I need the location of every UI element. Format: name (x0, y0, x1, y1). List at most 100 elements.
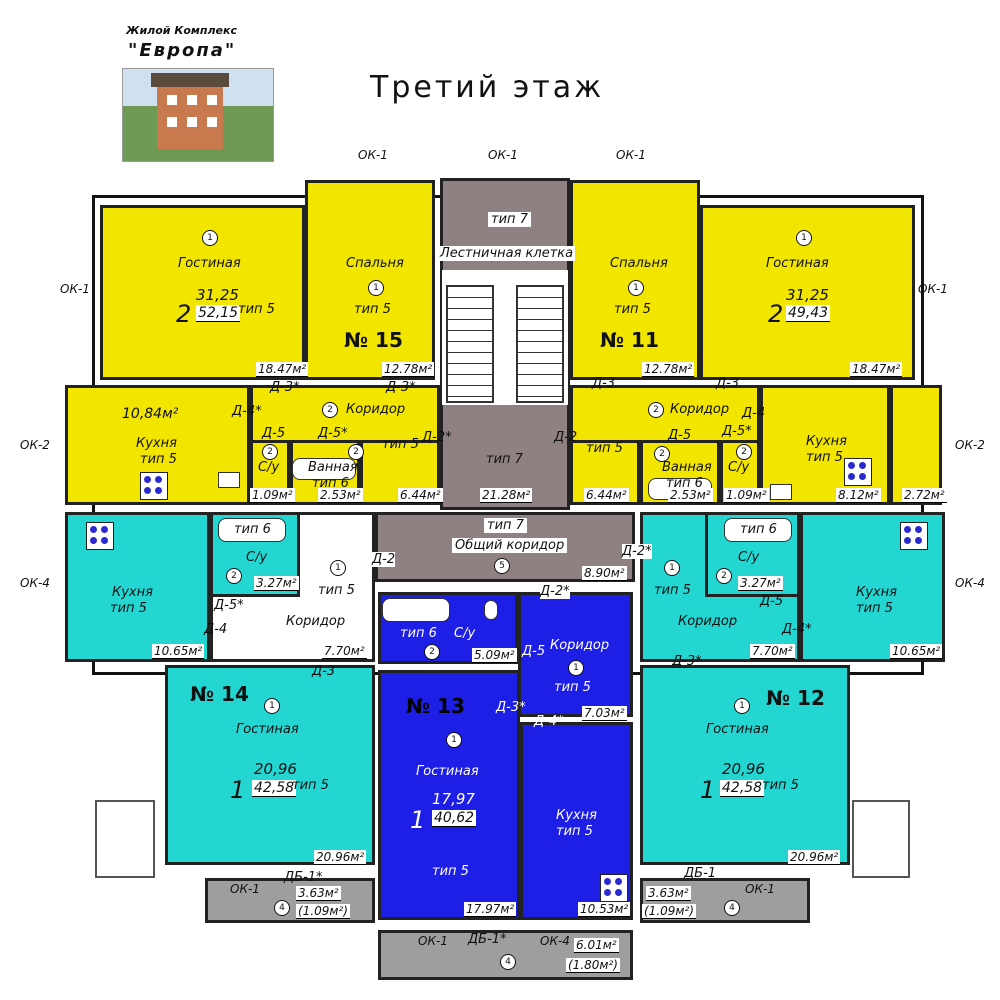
a12-balcony-area: 3.63м² (646, 886, 691, 901)
a11-total-area: 49,43 (786, 305, 831, 322)
a11-rooms-count: 2 (768, 300, 784, 328)
door-label: ДБ-1 (684, 866, 717, 881)
type-label: тип 6 (312, 476, 349, 491)
a13-corridor-label: Коридор (550, 638, 610, 653)
type-label: тип 6 (400, 626, 437, 641)
a15-wc-label: С/у (258, 460, 280, 475)
type-label: тип 5 (556, 824, 593, 839)
a12-living-label: Гостиная (706, 722, 769, 737)
room-number-badge: 1 (734, 698, 750, 714)
building-photo (122, 68, 274, 162)
room-number-badge: 2 (736, 444, 752, 460)
a14-kitchen-area: 10.65м² (152, 644, 205, 659)
entry-stairs-right (852, 800, 910, 878)
type-label: тип 5 (806, 450, 843, 465)
stair-flight-left (446, 285, 494, 403)
a14-total-area: 42,58 (252, 780, 297, 797)
window-label: ОК-1 (358, 148, 388, 162)
door-label: ДБ-1* (284, 870, 323, 885)
room-number-badge: 2 (716, 568, 732, 584)
window-label: ОК-1 (418, 934, 448, 948)
a14-living-area-center: 20,96 (254, 760, 297, 778)
room-number-badge: 2 (348, 444, 364, 460)
door-label: Д-3 (592, 376, 616, 391)
stair-flight-right (516, 285, 564, 403)
a11-bath-label: Ванная (662, 460, 712, 475)
window-label: ОК-1 (230, 882, 260, 896)
type-label: тип 5 (586, 441, 623, 456)
a14-corridor-label: Коридор (286, 614, 346, 629)
a15-bedroom-label: Спальня (346, 256, 404, 271)
a13-kitchen-label: Кухня (556, 808, 597, 823)
a13-balcony-effective: (1.80м²) (566, 958, 620, 973)
room-number-badge: 4 (724, 900, 740, 916)
room-number-badge: 1 (330, 560, 346, 576)
door-label: Д-4 (204, 622, 228, 637)
door-label: Д-2 (372, 552, 396, 567)
a13-living-area-center: 17,97 (432, 790, 475, 808)
window-label: ОК-2 (20, 438, 50, 452)
a11-wc-label: С/у (728, 460, 750, 475)
door-label: Д-5 (760, 594, 784, 609)
window-label: ОК-1 (60, 282, 90, 296)
a15-bedroom (305, 180, 435, 380)
a13-stove-icon (600, 874, 628, 902)
a11-corridor-label: Коридор (670, 402, 730, 417)
room-number-badge: 1 (664, 560, 680, 576)
window-label: ОК-4 (20, 576, 50, 590)
door-label: Д-3 (716, 376, 740, 391)
a14-bathtub-icon (218, 518, 286, 542)
window-label: ОК-2 (955, 438, 985, 452)
a13-living-area: 17.97м² (464, 902, 517, 917)
a15-bedroom-area: 12.78м² (382, 362, 435, 377)
a12-kitchen-area: 10.65м² (890, 644, 943, 659)
a15-rooms-count: 2 (176, 300, 192, 328)
a11-wc-area: 1.09м² (724, 488, 769, 503)
page-title: Третий этаж (370, 70, 605, 105)
a12-wc-area: 3.27м² (738, 576, 783, 591)
a12-rooms-count: 1 (700, 776, 716, 804)
a12-wc-label: С/у (738, 550, 760, 565)
a12-living-area-center: 20,96 (722, 760, 765, 778)
a13-wc-label: С/у (454, 626, 476, 641)
type-label: тип 5 (614, 302, 651, 317)
room-number-badge: 2 (226, 568, 242, 584)
logo: Жилой Комплекс "Европа" (118, 24, 278, 164)
door-label: Д-5* (318, 426, 348, 441)
type-label: тип 5 (856, 601, 893, 616)
door-label: ДБ-1* (468, 932, 507, 947)
a13-kitchen-area: 10.53м² (578, 902, 631, 917)
type-label: тип 5 (354, 302, 391, 317)
type-label: тип 6 (234, 522, 271, 537)
door-label: Д-2 (554, 430, 578, 445)
a13-living-room (378, 670, 520, 920)
room-number-badge: 2 (654, 446, 670, 462)
type-label: тип 6 (740, 522, 777, 537)
window-label: ОК-4 (540, 934, 570, 948)
door-label: Д-3* (386, 380, 416, 395)
type-label: тип 5 (554, 680, 591, 695)
door-label: Д-3* (672, 654, 702, 669)
a15-stove-icon (140, 472, 168, 500)
a15-corridor (250, 385, 440, 440)
stairwell-area: 21.28м² (480, 488, 533, 503)
room-number-badge: 2 (648, 402, 664, 418)
a13-wc-area: 5.09м² (472, 648, 517, 663)
window-label: ОК-1 (488, 148, 518, 162)
door-label: Д-3 (312, 664, 336, 679)
stairwell-label: Лестничная клетка (438, 246, 576, 261)
a14-kitchen-label: Кухня (112, 585, 153, 600)
room-number-badge: 5 (494, 558, 510, 574)
room-number-badge: 4 (274, 900, 290, 916)
a11-kitchen-area: 8.12м² (836, 488, 881, 503)
a14-balcony-effective: (1.09м²) (296, 904, 350, 919)
a12-corridor-label: Коридор (678, 614, 738, 629)
a11-corridor-area: 6.44м² (584, 488, 629, 503)
room-number-badge: 1 (568, 660, 584, 676)
a14-stove-icon (86, 522, 114, 550)
a12-bathtub-icon (724, 518, 792, 542)
door-label: Д-3* (270, 380, 300, 395)
door-label: Д-5 (262, 426, 286, 441)
door-label: Д-3* (496, 700, 526, 715)
room-number-badge: 1 (368, 280, 384, 296)
